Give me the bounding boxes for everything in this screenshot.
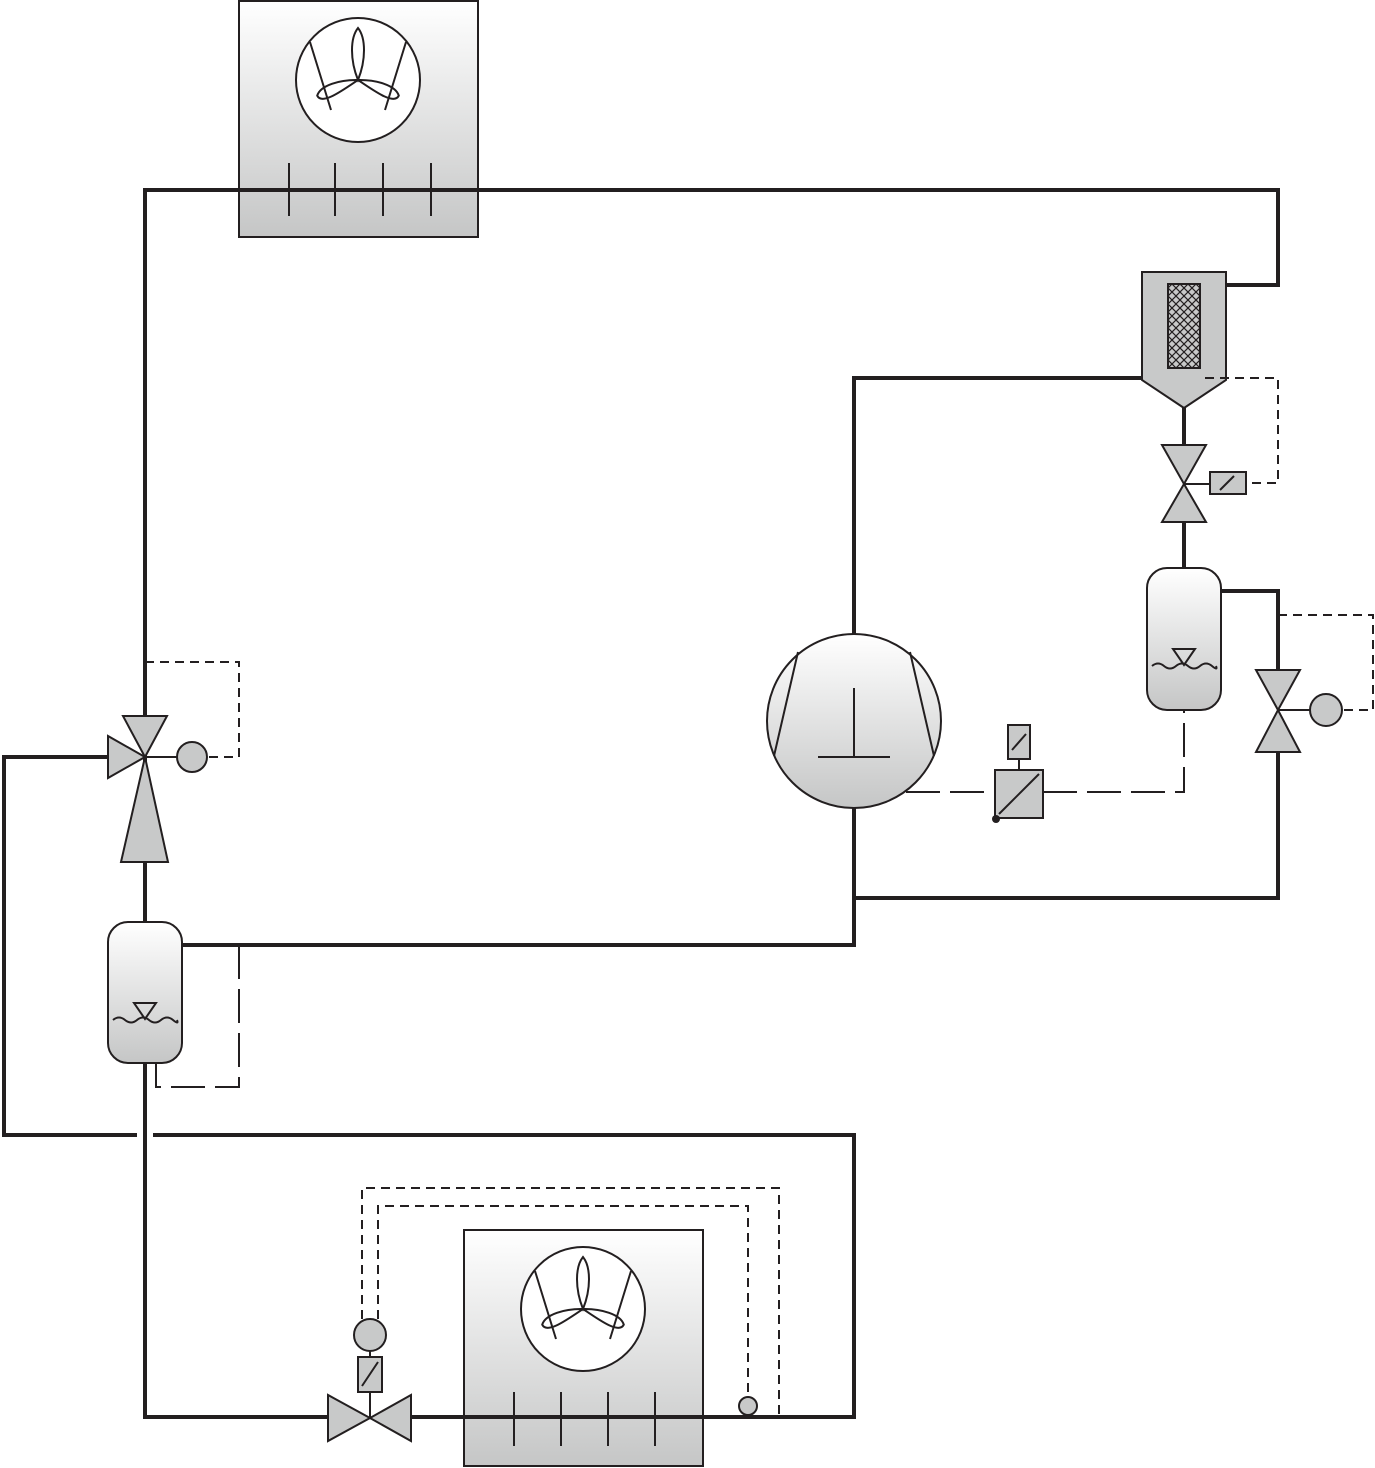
liquid-receiver-icon: [107, 921, 183, 1064]
sensor-bulb-icon: [738, 1396, 758, 1416]
compressor-icon: [766, 633, 942, 809]
oil-separator-icon: [1141, 271, 1227, 410]
oil-receiver: [1146, 567, 1222, 711]
liquid-receiver-icon: [1146, 567, 1222, 711]
pipe-separator-to-compressor: [852, 376, 1147, 638]
pipe-oil-receiver-return: [852, 589, 1280, 900]
solenoid-valve-icon: [1160, 444, 1247, 523]
pipe-receiver-to-expansion-valve: [143, 1060, 332, 1419]
control-line-regulator-to-oil-receiver: [1043, 710, 1185, 793]
pipe-compressor-suction: [180, 806, 856, 947]
condenser: [237, 0, 480, 238]
expansion-valve-icon: [327, 1318, 412, 1443]
control-line-receiver-level: [155, 945, 240, 1088]
float-valve-icon: [1254, 669, 1343, 753]
liquid-receiver: [107, 921, 183, 1064]
evaporator: [462, 1229, 705, 1467]
oil-level-regulator-icon: [992, 724, 1044, 823]
control-line-expansion-valve-outer: [361, 1187, 780, 1417]
control-line-expansion-valve-inner: [377, 1205, 749, 1397]
fan-heat-exchanger-icon: [520, 1246, 646, 1372]
fan-heat-exchanger-icon: [295, 17, 421, 143]
pipe-bypass-loop: [2, 755, 856, 1419]
control-line-float-valve: [1278, 614, 1374, 711]
control-line-three-way-valve: [145, 661, 240, 758]
refrigerant-pipes: [2, 188, 1280, 1419]
control-line-separator-solenoid: [1205, 377, 1279, 484]
oil-separator-filter: [1167, 283, 1201, 369]
three-way-valve-icon: [107, 715, 208, 863]
pipe-condenser-line: [143, 188, 1280, 862]
